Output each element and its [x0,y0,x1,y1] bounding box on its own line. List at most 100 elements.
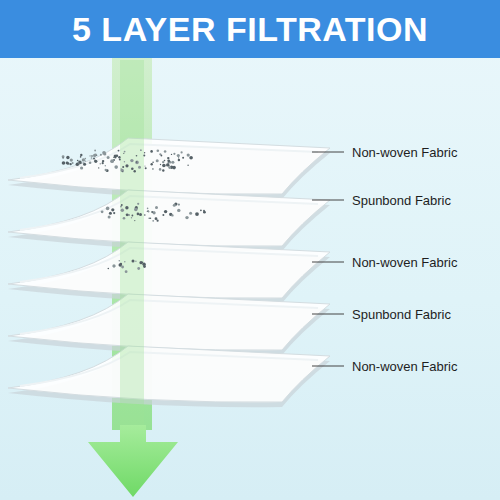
particle [177,209,180,212]
particle [167,157,169,159]
particle [151,211,153,213]
particle [178,204,180,206]
particle [111,208,114,211]
particle [125,270,128,273]
particle [136,155,138,157]
particle [181,151,183,153]
particle [164,150,167,153]
particle [187,165,188,166]
particle [114,155,117,158]
particle [80,156,82,158]
particle [187,154,190,157]
particle [155,206,158,209]
particle [162,214,164,216]
particle [94,154,96,156]
particle [162,164,166,168]
particle [118,156,120,158]
leader-line [312,200,344,201]
particle [105,165,106,166]
particle [105,169,107,171]
particle [62,157,63,158]
particle [148,211,150,213]
particle [110,159,114,163]
particle [134,208,138,212]
particle [85,161,86,162]
particle [142,263,145,266]
particle [121,266,124,269]
particle [200,209,202,211]
particle [77,160,79,162]
particle [150,218,151,219]
particle [138,166,141,169]
particle [151,163,153,165]
particle [94,160,97,163]
particle [152,168,154,170]
particle [102,162,104,164]
particle [120,168,122,170]
particle [144,166,145,167]
particle [156,159,159,162]
particle [189,212,192,215]
particle [182,157,184,159]
particle [101,210,104,213]
particle [126,213,129,216]
particle [173,204,176,207]
particle [91,155,93,157]
particle [203,211,206,214]
particle [185,216,188,219]
title-text: 5 LAYER FILTRATION [0,0,500,58]
particle [119,260,121,262]
leader-line [312,152,344,153]
particle [195,212,199,216]
particle [140,149,142,151]
particle [160,164,161,165]
particle [69,163,71,165]
particle [122,166,124,168]
particle [112,264,115,267]
particle [135,261,136,262]
particle [135,161,139,165]
leader-line [312,262,344,263]
layer-label: Spunbond Fabric [352,193,451,208]
particle [147,210,149,212]
particle [114,165,118,169]
particle [137,267,140,270]
particle [121,169,124,172]
particle [121,204,123,206]
particle [62,155,65,158]
particle [125,164,128,167]
particle [94,150,96,152]
particle [119,263,122,266]
particle [132,259,135,262]
particle [125,206,128,209]
particle [134,220,135,221]
layer-label: Non-woven Fabric [352,145,458,160]
particle [167,159,170,162]
particle [66,162,69,165]
particle [81,163,82,164]
particle [139,213,142,216]
particle [203,210,205,212]
particle [100,163,101,164]
particle [152,220,154,222]
particle [93,158,95,160]
particle [130,159,133,162]
particle [70,159,73,162]
particle [178,159,180,161]
particle [89,155,90,156]
particle [108,216,111,219]
particle [147,208,149,210]
particle [171,214,173,216]
particle [139,261,142,264]
particle [123,217,126,220]
particle [131,167,134,170]
particle [89,161,92,164]
particle [143,155,145,157]
layer-label: Non-woven Fabric [352,359,458,374]
particle [108,268,110,270]
particle [134,170,136,172]
particle [91,157,93,159]
particle [157,150,160,153]
particle [162,169,164,171]
particle [144,152,145,153]
